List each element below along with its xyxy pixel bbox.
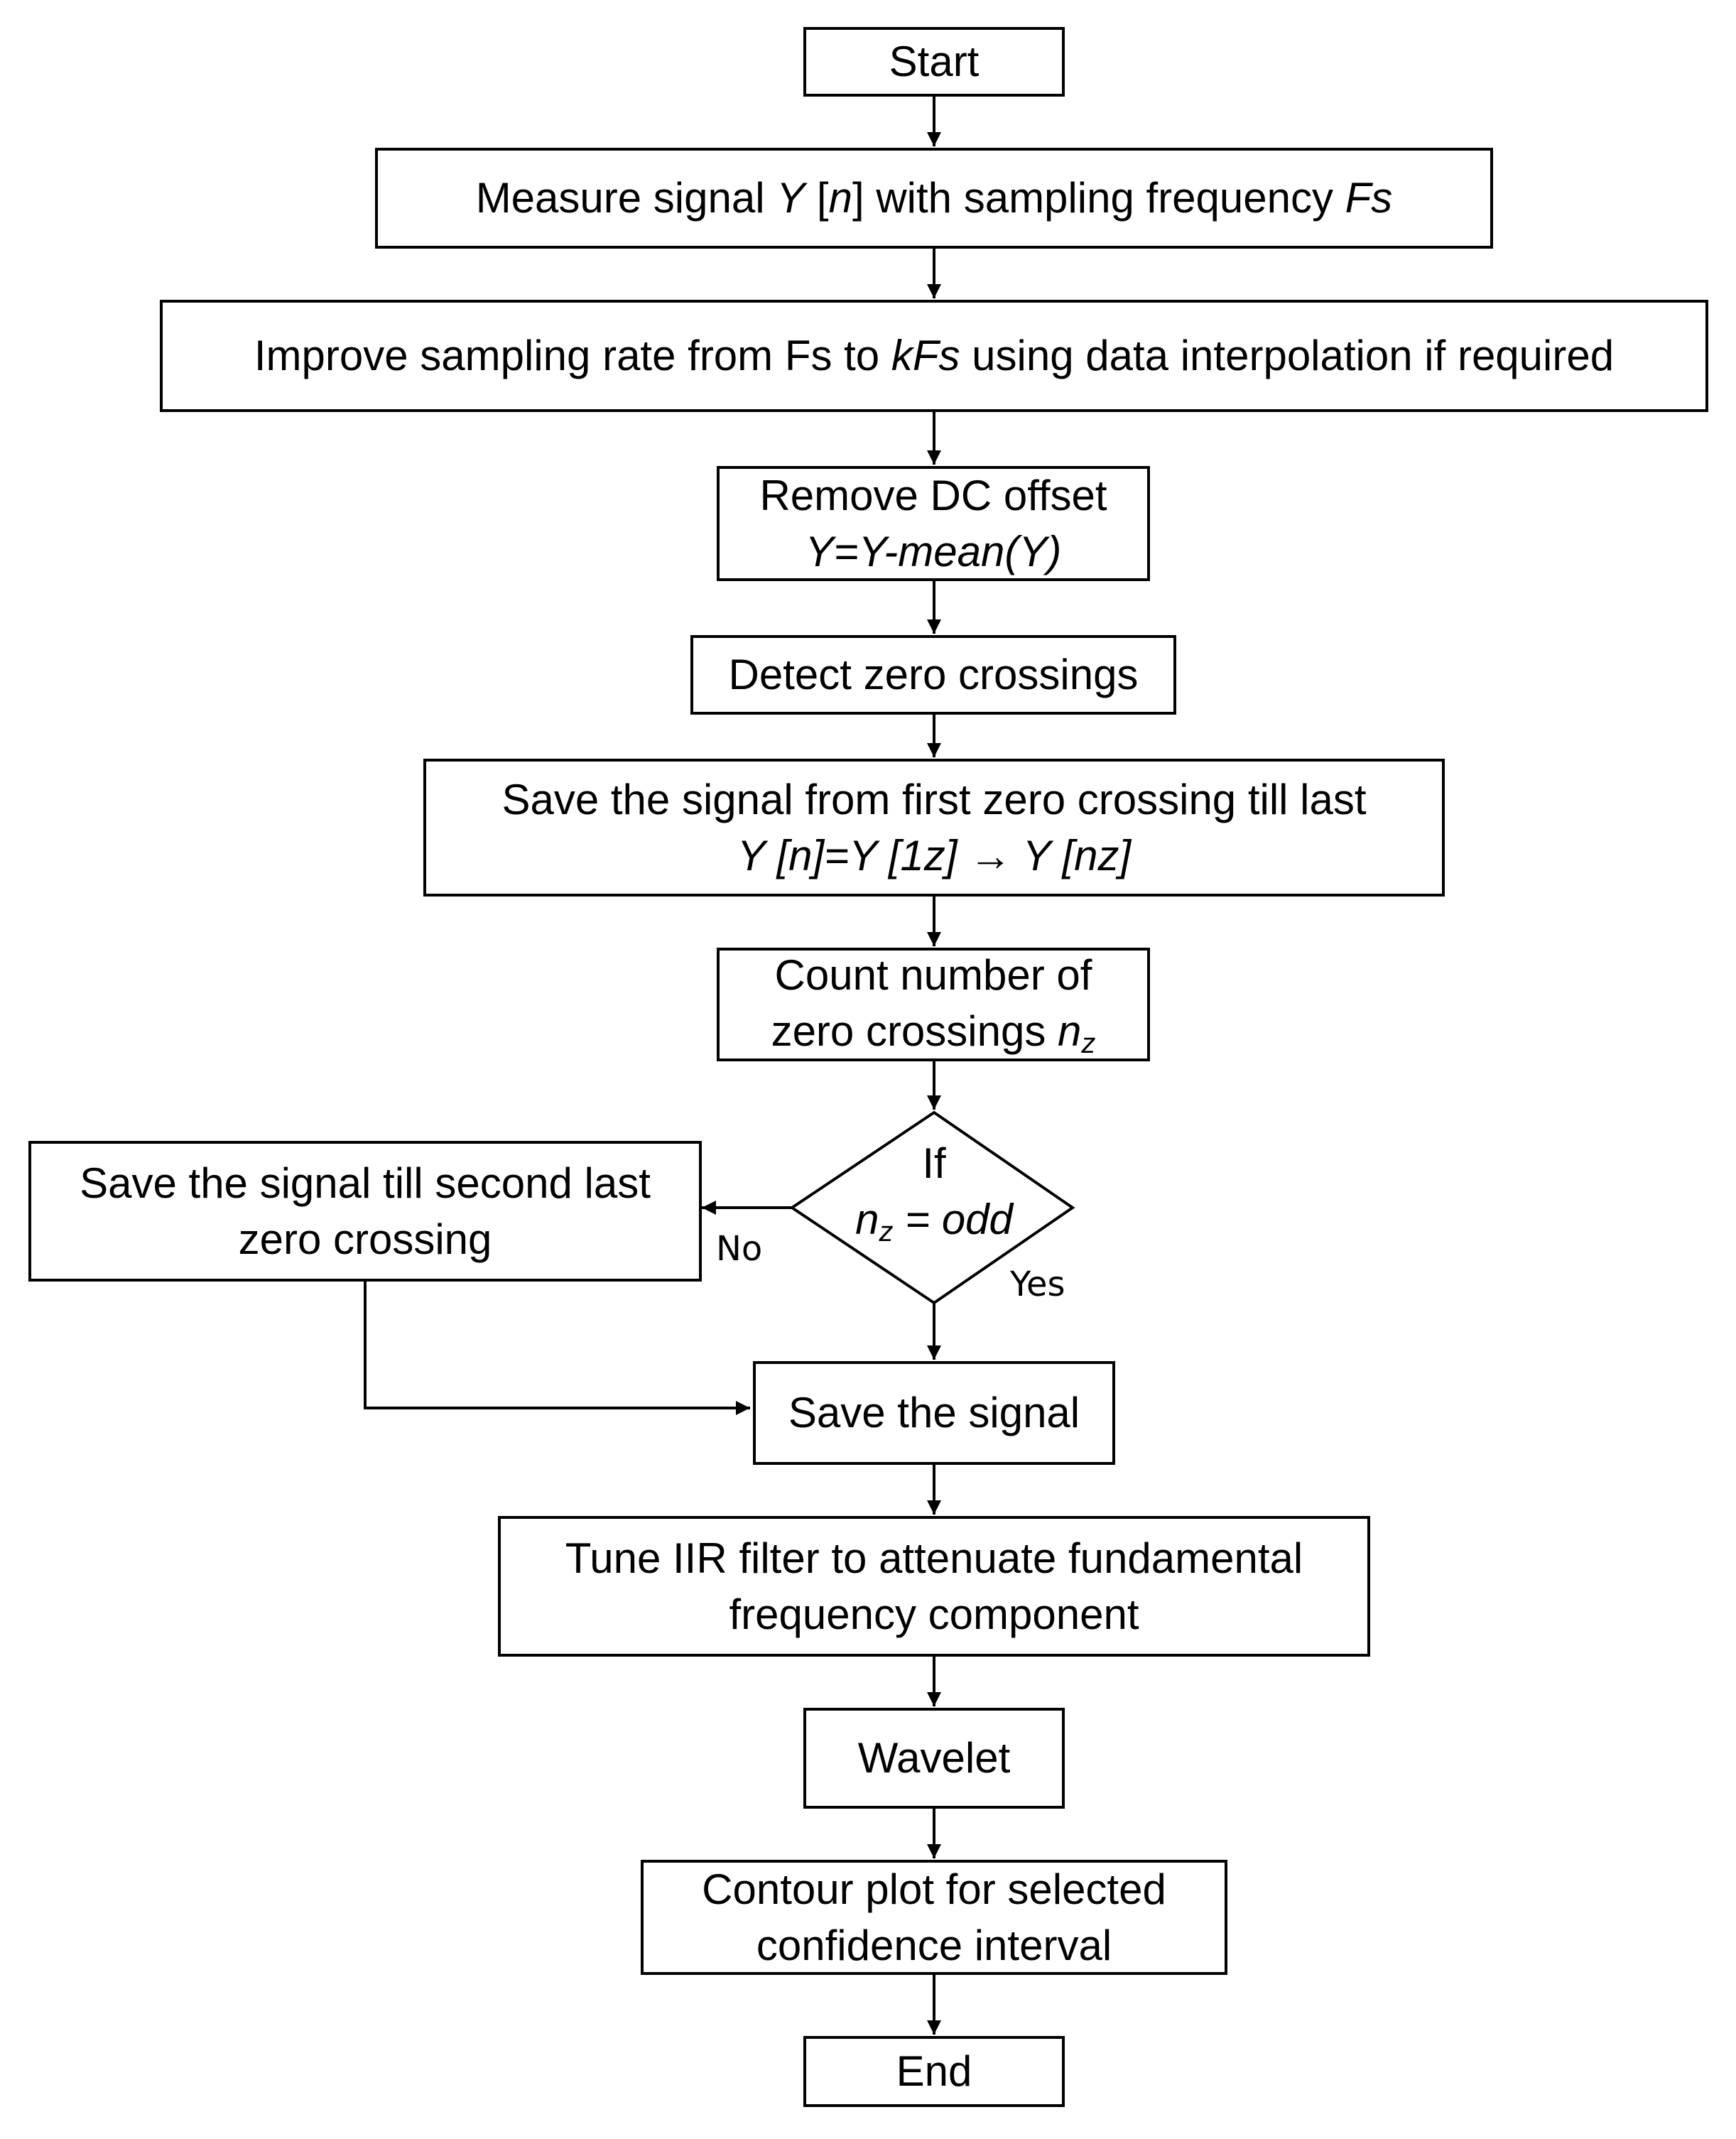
save-second-last-line2: zero crossing <box>238 1215 492 1263</box>
save-first-line1: Save the signal from first zero crossing… <box>501 775 1367 823</box>
wavelet-node: Wavelet <box>803 1708 1065 1809</box>
arrow-secondlast-savesignal <box>364 1280 750 1415</box>
end-label: End <box>896 2047 972 2096</box>
remove-dc-node: Remove DC offset Y=Y-mean(Y) <box>717 466 1150 581</box>
save-second-last-line1: Save the signal till second last <box>80 1159 651 1207</box>
improve-sampling-label: Improve sampling rate from Fs to kFs usi… <box>254 332 1615 380</box>
tune-iir-node: Tune IIR filter to attenuate fundamental… <box>498 1516 1370 1657</box>
start-node: Start <box>803 27 1065 97</box>
decision-line2: nz = odd <box>855 1196 1013 1248</box>
tune-iir-line2: frequency component <box>729 1591 1139 1638</box>
start-label: Start <box>889 38 980 86</box>
edge-label-no: No <box>716 1229 763 1269</box>
contour-line2: confidence interval <box>756 1922 1112 1969</box>
save-signal-node: Save the signal <box>753 1361 1115 1465</box>
count-line2: zero crossings nz <box>771 1007 1096 1059</box>
end-node: End <box>803 2036 1065 2107</box>
contour-plot-node: Contour plot for selected confidence int… <box>641 1860 1227 1975</box>
save-second-last-node: Save the signal till second last zero cr… <box>28 1141 702 1282</box>
measure-signal-node: Measure signal Y [n] with sampling frequ… <box>375 148 1493 249</box>
improve-sampling-node: Improve sampling rate from Fs to kFs usi… <box>160 300 1708 412</box>
decision-label: If nz = odd <box>828 1135 1041 1251</box>
save-first-to-last-node: Save the signal from first zero crossing… <box>423 759 1445 897</box>
contour-line1: Contour plot for selected <box>702 1865 1166 1913</box>
save-signal-label: Save the signal <box>788 1389 1080 1437</box>
remove-dc-line1: Remove DC offset <box>759 471 1107 519</box>
wavelet-label: Wavelet <box>857 1734 1011 1782</box>
count-line1: Count number of <box>774 951 1092 999</box>
detect-zero-crossings-label: Detect zero crossings <box>728 651 1139 699</box>
save-first-formula: Y [n]=Y [1z] → Y [nz] <box>737 832 1132 879</box>
detect-zero-crossings-node: Detect zero crossings <box>690 635 1176 715</box>
remove-dc-formula: Y=Y-mean(Y) <box>805 528 1062 575</box>
tune-iir-line1: Tune IIR filter to attenuate fundamental <box>565 1534 1303 1582</box>
measure-signal-label: Measure signal Y [n] with sampling frequ… <box>475 174 1393 222</box>
decision-line1: If <box>922 1139 946 1187</box>
count-zero-crossings-node: Count number of zero crossings nz <box>717 948 1150 1061</box>
edge-label-yes: Yes <box>1010 1265 1065 1304</box>
